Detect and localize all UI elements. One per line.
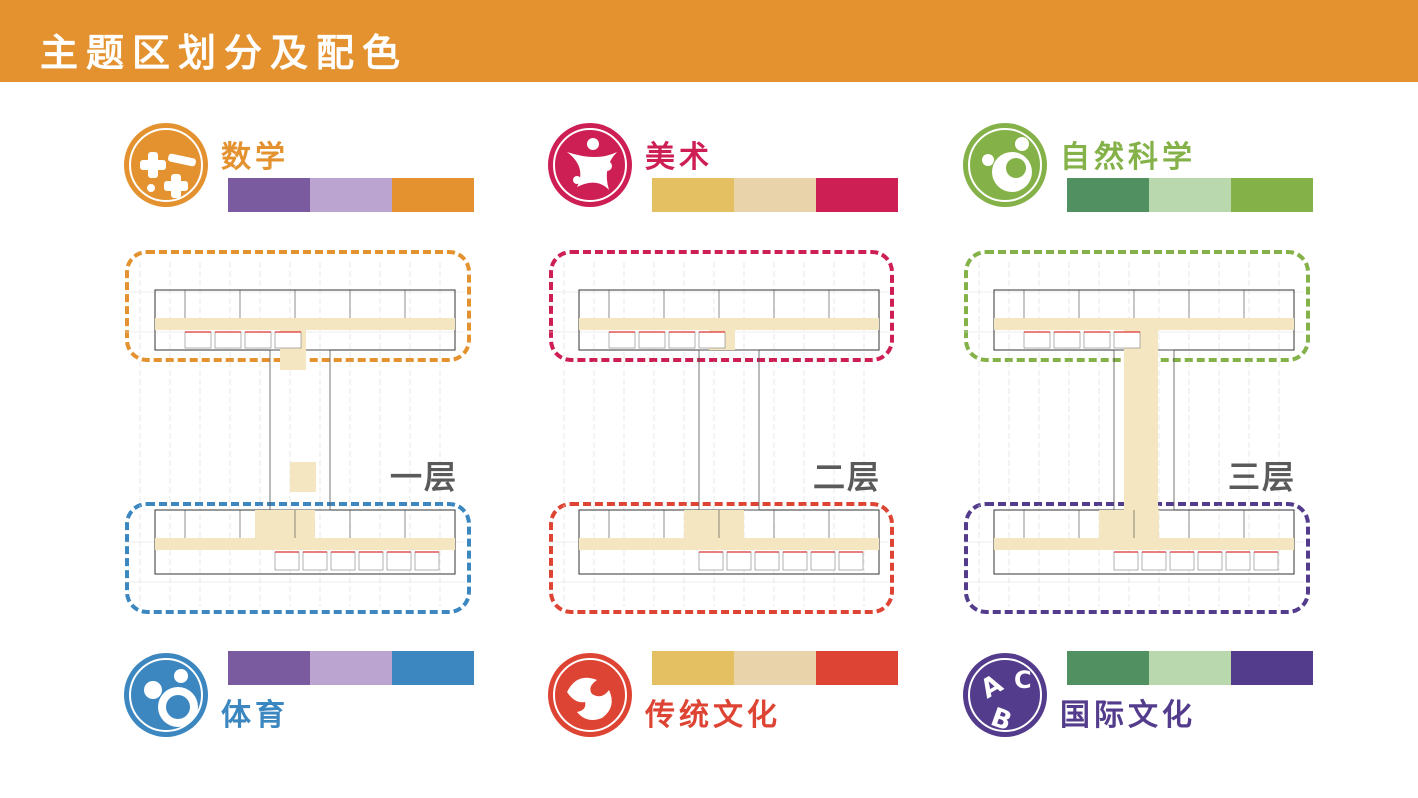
theme-title: 国际文化 [1060,698,1196,733]
color-swatch [816,178,898,212]
floor-plan-3 [964,252,1314,616]
color-palette [652,651,898,685]
color-swatch [228,651,310,685]
color-swatch [652,651,734,685]
art-palette-icon [547,122,633,208]
color-swatch [1149,651,1231,685]
floor-plan-2 [549,252,899,616]
sports-balls-icon [123,652,209,738]
color-swatch [734,178,816,212]
page-title: 主题区划分及配色 [40,31,409,75]
theme-title: 传统文化 [645,698,781,733]
color-swatch [310,178,392,212]
color-palette [1067,178,1313,212]
color-palette [1067,651,1313,685]
math-symbols-icon [123,122,209,208]
zone-outline [125,502,471,614]
color-swatch [816,651,898,685]
color-swatch [392,651,474,685]
color-swatch [1067,178,1149,212]
color-swatch [734,651,816,685]
color-swatch [392,178,474,212]
color-swatch [1231,178,1313,212]
color-swatch [310,651,392,685]
color-swatch [652,178,734,212]
theme-title: 体育 [221,698,289,733]
floor-label-3: 三层 [1228,458,1297,496]
color-palette [652,178,898,212]
theme-title: 美术 [645,140,713,175]
theme-title: 数学 [221,140,289,175]
floor-plan-1 [125,252,475,616]
color-swatch [1067,651,1149,685]
color-swatch [228,178,310,212]
svg-text:C: C [1014,666,1032,694]
theme-title: 自然科学 [1060,140,1196,175]
color-swatch [1231,651,1313,685]
color-swatch [1149,178,1231,212]
traditional-cloud-icon [547,652,633,738]
color-palette [228,178,474,212]
color-palette [228,651,474,685]
zone-outline [549,502,894,614]
science-planet-icon [962,122,1048,208]
header-bar: 主题区划分及配色 [0,0,1418,82]
floor-label-1: 一层 [390,458,459,496]
zone-outline [549,250,894,362]
floor-label-2: 二层 [813,458,882,496]
